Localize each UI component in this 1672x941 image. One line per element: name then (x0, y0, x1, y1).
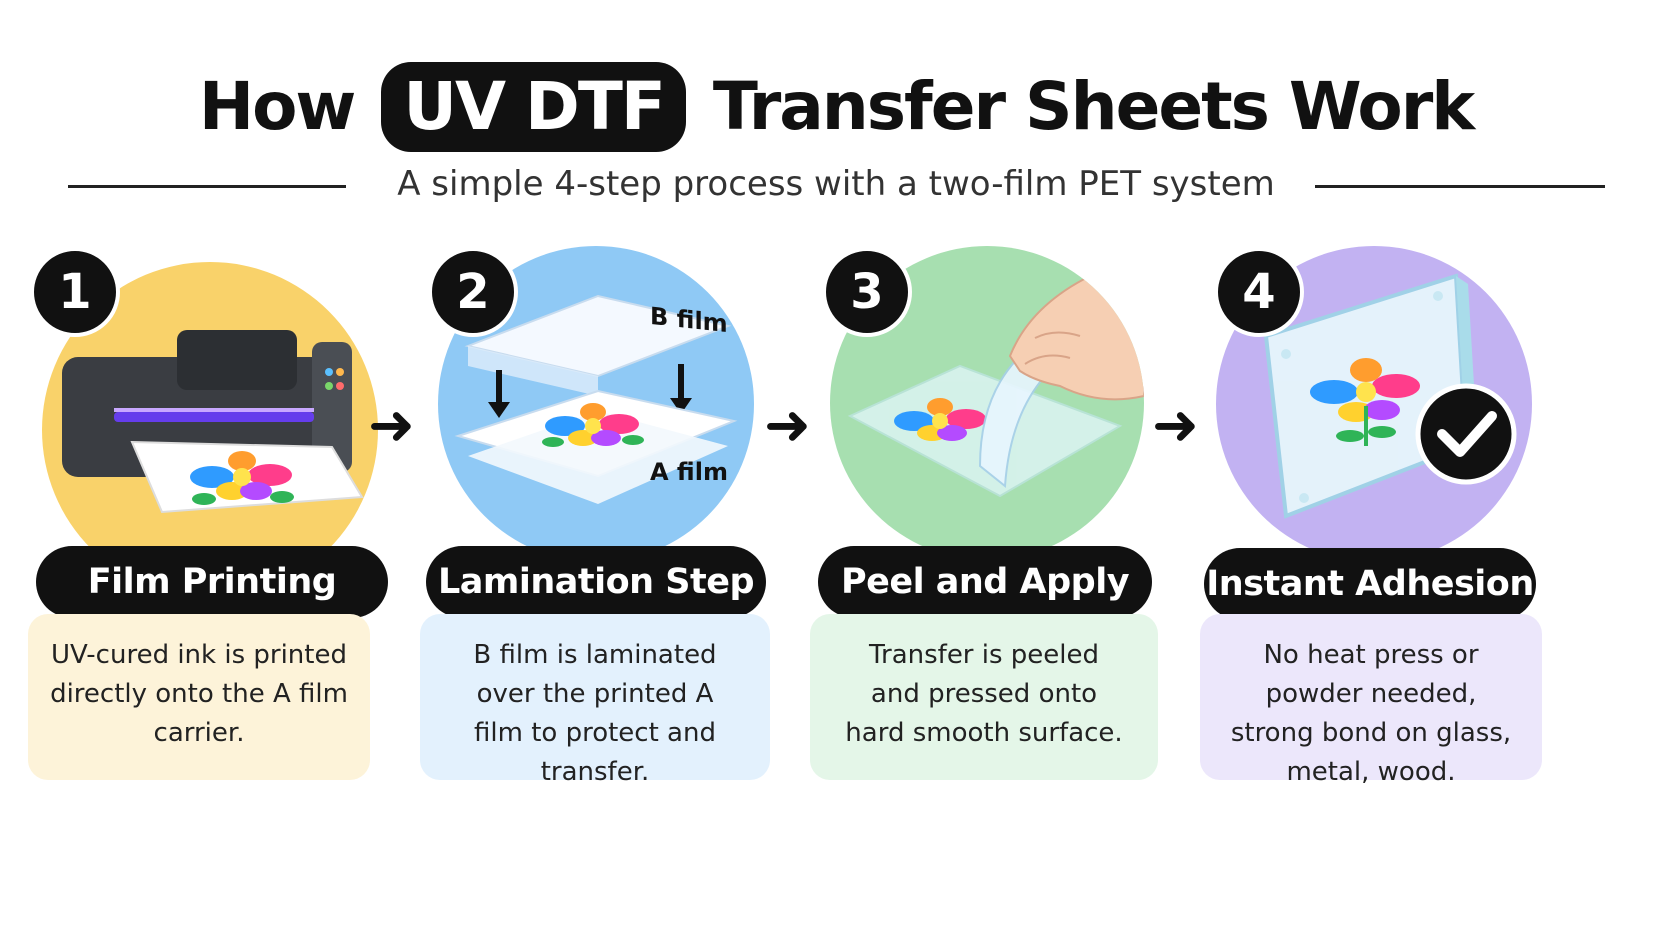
step-1-title: Film Printing (36, 546, 388, 618)
glass-panel-check-icon (1263, 273, 1517, 519)
step-1-number: 1 (30, 247, 120, 337)
a-film-label: A film (650, 458, 728, 486)
title-after: Transfer Sheets Work (712, 68, 1475, 145)
title-highlight: UV DTF (381, 62, 686, 152)
step-1-card: UV-cured ink is printed directly onto th… (28, 614, 370, 780)
subtitle-divider-right (1315, 185, 1605, 188)
hand-peeling-icon (847, 274, 1144, 498)
step-2-description: B film is laminated over the printed A f… (473, 640, 717, 787)
page-title: How UV DTF Transfer Sheets Work (0, 62, 1672, 152)
step-1-illustration (42, 262, 378, 598)
step-3-card: Transfer is peeled and pressed onto hard… (810, 614, 1158, 780)
step-2-card: B film is laminated over the printed A f… (420, 614, 770, 787)
step-4-number: 4 (1214, 247, 1304, 337)
step-1-description: UV-cured ink is printed directly onto th… (50, 640, 348, 748)
check-badge-icon (1415, 383, 1517, 485)
step-3-number: 3 (822, 247, 912, 337)
step-4-title: Instant Adhesion (1204, 548, 1536, 620)
arrow-right-icon: ➜ (368, 393, 415, 458)
title-before: How (198, 68, 357, 145)
arrow-right-icon: ➜ (764, 393, 811, 458)
step-2-title: Lamination Step (426, 546, 766, 618)
subtitle: A simple 4-step process with a two-film … (397, 164, 1275, 204)
film-lamination-icon (454, 294, 738, 504)
step-4-description: No heat press or powder needed, strong b… (1230, 640, 1512, 787)
subtitle-row: A simple 4-step process with a two-film … (0, 160, 1672, 210)
step-3-title: Peel and Apply (818, 546, 1152, 618)
step-2-number: 2 (428, 247, 518, 337)
subtitle-divider-left (68, 185, 346, 188)
step-4-card: No heat press or powder needed, strong b… (1200, 614, 1542, 787)
step-3-description: Transfer is peeled and pressed onto hard… (845, 640, 1123, 748)
arrow-right-icon: ➜ (1152, 393, 1199, 458)
uv-printer-icon (62, 330, 364, 514)
